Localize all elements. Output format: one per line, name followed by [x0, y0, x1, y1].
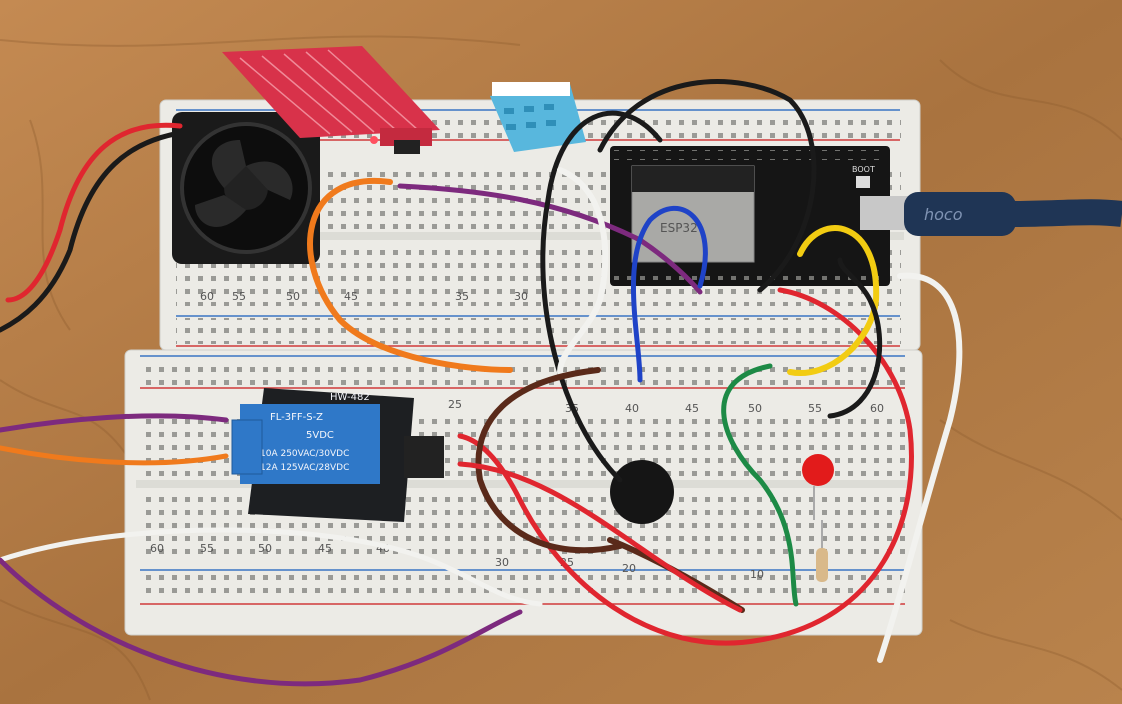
column-number: 30: [495, 556, 509, 569]
white-bottom-wire: [0, 527, 543, 607]
boot-label: BOOT: [852, 165, 875, 174]
esp32-label: ESP32: [660, 221, 698, 235]
column-number: 45: [344, 290, 358, 303]
purple-bottom-wire: [0, 557, 523, 687]
red-fan-wire: [5, 122, 183, 303]
column-number: 25: [448, 398, 462, 411]
wood-grain: [0, 35, 1122, 701]
orange-wire: [307, 177, 513, 373]
green-wire: [721, 363, 799, 607]
orange-relay-wire: [0, 445, 229, 466]
column-number: 60: [150, 542, 164, 555]
relay-model: HW-482: [330, 392, 370, 403]
esp32-board: ESP32 BOOT: [610, 146, 910, 286]
column-number: 55: [200, 542, 214, 555]
column-number: 10: [750, 568, 764, 581]
relay-module: FL-3FF-S-Z 5VDC 10A 250VAC/30VDC 12A 125…: [231, 388, 444, 522]
usb-cable-brand: hoco: [924, 205, 963, 224]
relay-brand: FL-3FF-S-Z: [270, 412, 323, 423]
purple-relay-wire: [0, 413, 229, 433]
cooling-fan: [172, 112, 320, 264]
column-number: 20: [622, 562, 636, 575]
black-signal-wire: [540, 110, 663, 483]
red-power-wire: [457, 287, 914, 646]
black-fan-wire: [0, 129, 189, 333]
column-number: 35: [455, 290, 469, 303]
white-wire: [557, 167, 609, 375]
breadboard-column-numbers: 60 55 50 45 35 30 25 35 40 45 50 55 60 6…: [150, 290, 884, 581]
blue-wire: [630, 206, 708, 383]
brown-wire: [475, 367, 623, 554]
black-top-loop: [597, 79, 817, 293]
relay-rating-2: 12A 125VAC/28VDC: [260, 463, 349, 473]
yellow-wire: [787, 225, 880, 377]
usb-cable: hoco: [904, 192, 1122, 236]
relay-coil: 5VDC: [306, 430, 334, 441]
relay-rating-1: 10A 250VAC/30VDC: [260, 449, 349, 459]
red-relay-wire: [457, 461, 743, 613]
buzzer: [610, 460, 674, 524]
column-number: 50: [748, 402, 762, 415]
column-number: 45: [318, 542, 332, 555]
column-number: 30: [514, 290, 528, 303]
wires: [0, 79, 963, 687]
resistor: [816, 520, 828, 582]
column-number: 60: [870, 402, 884, 415]
column-number: 55: [232, 290, 246, 303]
column-number: 55: [808, 402, 822, 415]
white-long-wire: [877, 272, 963, 663]
column-number: 60: [200, 290, 214, 303]
rain-sensor: [222, 46, 440, 154]
column-number: 45: [685, 402, 699, 415]
column-number: 40: [625, 402, 639, 415]
column-number: 50: [258, 542, 272, 555]
dht-temperature-sensor: [490, 82, 586, 152]
black-led-wire: [827, 257, 883, 419]
column-number: 50: [286, 290, 300, 303]
red-led: [802, 454, 834, 520]
